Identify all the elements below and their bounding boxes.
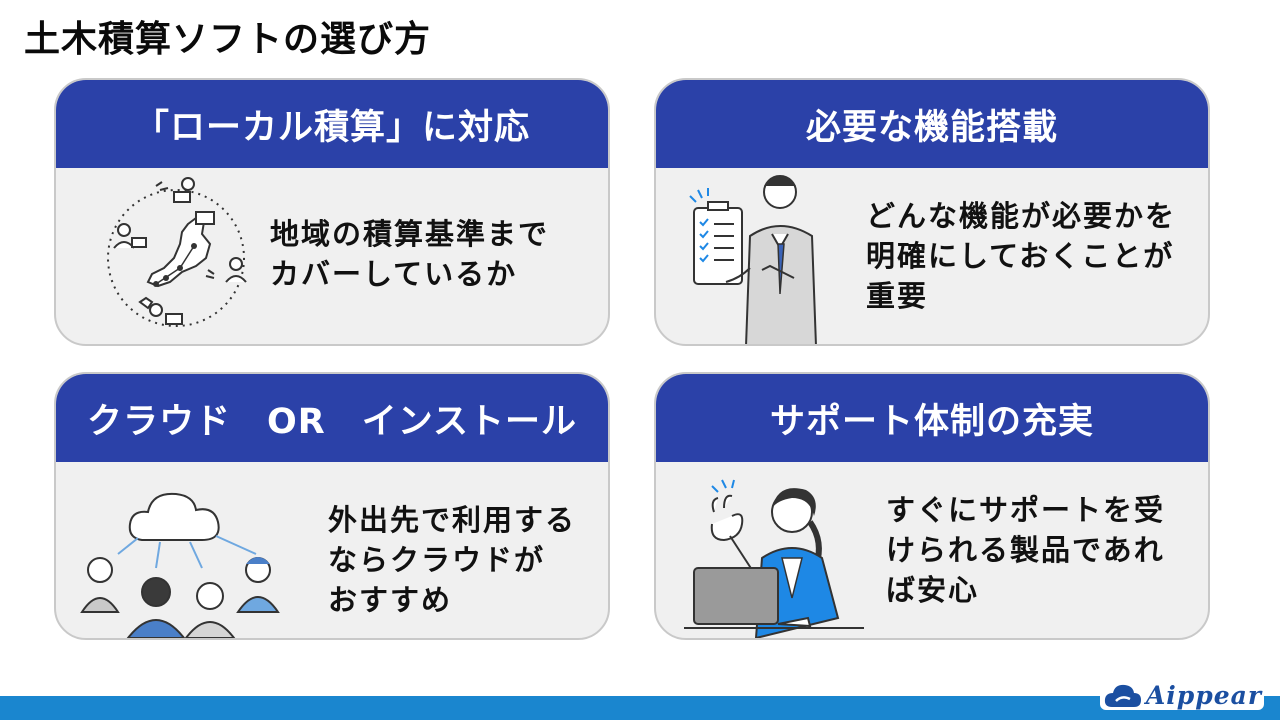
- cloud-users-icon: [80, 492, 280, 638]
- card-body: 外出先で利用する ならクラウドが おすすめ: [56, 462, 608, 638]
- description-line: 地域の積算基準まで: [270, 217, 550, 251]
- card-required-features: 必要な機能搭載 どんな機能が必要かを 明確にしておくことが 重要: [654, 78, 1210, 346]
- card-heading: 「ローカル積算」に対応: [56, 80, 608, 168]
- card-cloud-or-install: クラウド OR インストール 外出先で利用する ならクラウドが おすすめ: [54, 372, 610, 640]
- card-heading: クラウド OR インストール: [56, 374, 608, 462]
- card-heading: サポート体制の充実: [656, 374, 1208, 462]
- description-line: 明確にしておくことが: [866, 239, 1175, 273]
- logo-text: Aippear: [1145, 681, 1262, 710]
- footer-bar: [0, 696, 1280, 720]
- card-description: どんな機能が必要かを 明確にしておくことが 重要: [866, 196, 1176, 316]
- description-line: けられる製品であれ: [886, 533, 1165, 567]
- card-heading: 必要な機能搭載: [656, 80, 1208, 168]
- description-line: 外出先で利用する: [328, 503, 577, 537]
- card-body: どんな機能が必要かを 明確にしておくことが 重要: [656, 168, 1208, 344]
- description-line: カバーしているか: [270, 257, 518, 291]
- card-description: 地域の積算基準まで カバーしているか: [270, 214, 549, 294]
- description-line: どんな機能が必要かを: [866, 199, 1177, 233]
- brand-logo: Aippear: [1099, 681, 1264, 710]
- description-line: 重要: [866, 279, 929, 313]
- page-title: 土木積算ソフトの選び方: [24, 19, 432, 60]
- description-line: すぐにサポートを受: [886, 493, 1166, 527]
- card-body: すぐにサポートを受 けられる製品であれ ば安心: [656, 462, 1208, 638]
- description-line: おすすめ: [328, 583, 453, 617]
- card-body: 地域の積算基準まで カバーしているか: [56, 168, 608, 344]
- description-line: ならクラウドが: [328, 543, 546, 577]
- description-line: ば安心: [886, 573, 980, 607]
- card-description: 外出先で利用する ならクラウドが おすすめ: [328, 500, 576, 620]
- businessman-clipboard-icon: [689, 175, 817, 344]
- japan-network-icon: [107, 177, 247, 327]
- cloud-logo-icon: [1104, 684, 1141, 707]
- card-description: すぐにサポートを受 けられる製品であれ ば安心: [886, 490, 1165, 610]
- card-local-estimation: 「ローカル積算」に対応 地域の積算基準まで カバーしているか: [54, 78, 610, 346]
- support-operator-icon: [684, 479, 864, 638]
- card-support-system: サポート体制の充実 すぐにサポートを受 けられる製品であれ ば安心: [654, 372, 1210, 640]
